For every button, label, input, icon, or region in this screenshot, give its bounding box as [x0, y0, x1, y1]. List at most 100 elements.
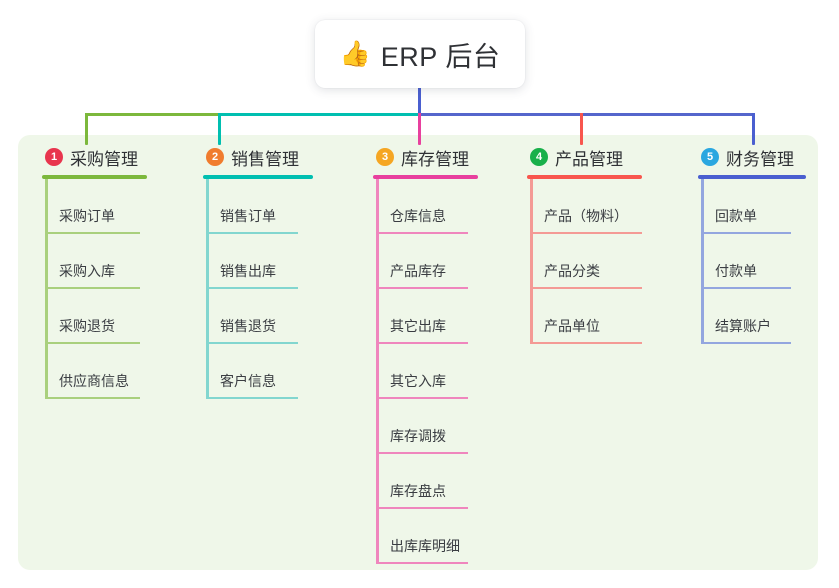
leaf-node[interactable]: 采购订单 — [42, 179, 147, 234]
column-trunk-5 — [701, 179, 704, 344]
root-stem-connector — [418, 88, 421, 115]
leaf-underline — [45, 342, 140, 344]
leaf-label: 结算账户 — [715, 318, 771, 334]
content-panel — [18, 135, 818, 570]
column-header-2[interactable]: 2 销售管理 — [203, 145, 313, 169]
column-badge-4: 4 — [530, 148, 548, 166]
column-销售管理: 2 销售管理销售订单销售出库销售退货客户信息 — [203, 145, 313, 399]
leaf-node[interactable]: 供应商信息 — [42, 344, 147, 399]
leaf-node[interactable]: 仓库信息 — [373, 179, 478, 234]
leaf-label: 客户信息 — [220, 373, 276, 389]
column-badge-3: 3 — [376, 148, 394, 166]
column-underline-3 — [373, 175, 478, 179]
leaf-underline — [530, 342, 642, 344]
column-trunk-4 — [530, 179, 533, 344]
leaf-underline — [45, 287, 140, 289]
column-财务管理: 5 财务管理回款单付款单结算账户 — [698, 145, 806, 344]
leaf-label: 回款单 — [715, 208, 757, 224]
leaf-label: 其它入库 — [390, 373, 446, 389]
leaf-underline — [206, 232, 298, 234]
leaf-label: 产品分类 — [544, 263, 600, 279]
leaf-label: 销售订单 — [220, 208, 276, 224]
root-title: ERP 后台 — [380, 41, 501, 72]
leaf-node[interactable]: 库存盘点 — [373, 454, 478, 509]
leaf-label: 仓库信息 — [390, 208, 446, 224]
leaf-node[interactable]: 销售退货 — [203, 289, 313, 344]
leaf-label: 采购退货 — [59, 318, 115, 334]
column-trunk-1 — [45, 179, 48, 399]
leaf-node[interactable]: 销售出库 — [203, 234, 313, 289]
connector-drop-3 — [418, 113, 421, 145]
column-产品管理: 4 产品管理产品（物料） 产品分类产品单位 — [527, 145, 642, 344]
column-trunk-3 — [376, 179, 379, 564]
column-title-4: 产品管理 — [555, 149, 623, 169]
leaf-label: 销售出库 — [220, 263, 276, 279]
leaf-underline — [530, 287, 642, 289]
leaf-node[interactable]: 采购退货 — [42, 289, 147, 344]
leaf-node[interactable]: 库存调拨 — [373, 399, 478, 454]
leaf-label: 产品库存 — [390, 263, 446, 279]
column-leaves-5: 回款单付款单结算账户 — [698, 179, 806, 344]
leaf-underline — [206, 342, 298, 344]
leaf-label: 产品单位 — [544, 318, 600, 334]
column-badge-5: 5 — [701, 148, 719, 166]
leaf-node[interactable]: 其它出库 — [373, 289, 478, 344]
leaf-label: 库存调拨 — [390, 428, 446, 444]
leaf-underline — [376, 287, 468, 289]
column-trunk-2 — [206, 179, 209, 399]
connector-hsegment-1 — [85, 113, 220, 116]
column-title-5: 财务管理 — [726, 149, 794, 169]
leaf-underline — [376, 452, 468, 454]
connector-hsegment-3 — [418, 113, 755, 116]
leaf-node[interactable]: 付款单 — [698, 234, 806, 289]
column-title-2: 销售管理 — [231, 149, 299, 169]
leaf-underline — [376, 342, 468, 344]
column-underline-2 — [203, 175, 313, 179]
leaf-label: 采购订单 — [59, 208, 115, 224]
leaf-node[interactable]: 销售订单 — [203, 179, 313, 234]
connector-drop-4 — [580, 113, 583, 145]
leaf-underline — [376, 507, 468, 509]
connector-drop-2 — [218, 113, 221, 145]
leaf-underline — [701, 287, 791, 289]
leaf-node[interactable]: 出库库明细 — [373, 509, 478, 564]
column-underline-5 — [698, 175, 806, 179]
column-leaves-1: 采购订单采购入库采购退货供应商信息 — [42, 179, 147, 399]
leaf-node[interactable]: 产品库存 — [373, 234, 478, 289]
leaf-underline — [701, 232, 791, 234]
leaf-node[interactable]: 产品分类 — [527, 234, 642, 289]
leaf-node[interactable]: 其它入库 — [373, 344, 478, 399]
connector-drop-5 — [752, 113, 755, 145]
leaf-node[interactable]: 客户信息 — [203, 344, 313, 399]
column-header-4[interactable]: 4 产品管理 — [527, 145, 642, 169]
column-header-5[interactable]: 5 财务管理 — [698, 145, 806, 169]
leaf-node[interactable]: 采购入库 — [42, 234, 147, 289]
thumbs-up-icon: 👍 — [339, 39, 371, 68]
leaf-underline — [45, 397, 140, 399]
leaf-node[interactable]: 回款单 — [698, 179, 806, 234]
column-badge-2: 2 — [206, 148, 224, 166]
leaf-underline — [376, 562, 468, 564]
leaf-label: 出库库明细 — [390, 538, 460, 554]
connector-hsegment-2 — [220, 113, 418, 116]
root-node[interactable]: 👍 ERP 后台 — [315, 20, 525, 88]
leaf-label: 销售退货 — [220, 318, 276, 334]
connector-drop-1 — [85, 113, 88, 145]
leaf-node[interactable]: 结算账户 — [698, 289, 806, 344]
leaf-underline — [376, 397, 468, 399]
column-leaves-3: 仓库信息产品库存其它出库其它入库库存调拨库存盘点出库库明细 — [373, 179, 478, 564]
leaf-label: 付款单 — [715, 263, 757, 279]
leaf-node[interactable]: 产品（物料） — [527, 179, 642, 234]
column-underline-4 — [527, 175, 642, 179]
leaf-underline — [376, 232, 468, 234]
leaf-underline — [701, 342, 791, 344]
leaf-underline — [206, 287, 298, 289]
leaf-label: 库存盘点 — [390, 483, 446, 499]
leaf-node[interactable]: 产品单位 — [527, 289, 642, 344]
leaf-label: 供应商信息 — [59, 373, 129, 389]
leaf-label: 采购入库 — [59, 263, 115, 279]
